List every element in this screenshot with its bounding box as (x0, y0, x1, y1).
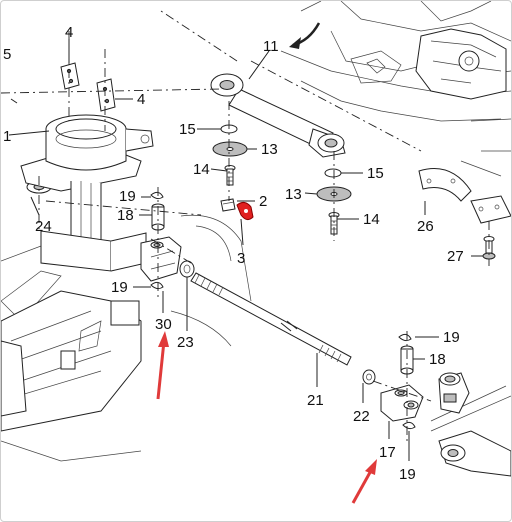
callout-4-top: 4 (65, 24, 73, 41)
callout-13-left: 13 (261, 141, 278, 158)
alignment-lines (1, 10, 490, 441)
callout-21: 21 (307, 392, 324, 409)
part-19-ring-lower-right (402, 421, 416, 430)
part-19-ring-upper-right (398, 333, 412, 342)
part-13-washer-left (212, 141, 248, 157)
rotation-arrow (289, 22, 321, 49)
callout-19-lower-left: 19 (111, 279, 128, 296)
callout-14-right: 14 (363, 211, 380, 228)
callout-26: 26 (417, 218, 434, 235)
callout-11: 11 (263, 38, 279, 55)
callout-15-left: 15 (179, 121, 196, 138)
part-21-threaded-rod (190, 272, 352, 366)
part-1-pivot-bracket (20, 114, 154, 272)
callout-5: 5 (3, 46, 11, 63)
part-30-clevis (140, 236, 182, 282)
background-frame (1, 1, 511, 477)
part-19-ring-upper-left (150, 191, 164, 200)
part-2-fitting (220, 198, 236, 212)
part-15-ring-right (324, 168, 342, 178)
callout-19-lower-right: 19 (399, 466, 416, 483)
part-23-washer (179, 260, 195, 278)
callout-1: 1 (3, 128, 11, 145)
red-indicator-arrow-right (351, 459, 377, 504)
part-11-hydraulic-cylinder (210, 73, 346, 158)
part-26-segment (418, 168, 472, 202)
part-4-blocks (60, 62, 116, 112)
callout-15-right: 15 (367, 165, 384, 182)
callout-18-left: 18 (117, 207, 134, 224)
part-22-washer (362, 369, 376, 385)
callout-19-upper-left: 19 (119, 188, 136, 205)
callout-labels: 4 4 5 1 11 15 13 14 2 3 15 13 14 24 19 1… (3, 24, 464, 483)
callout-14-left: 14 (193, 161, 210, 178)
callout-24: 24 (35, 218, 52, 235)
callout-4-right: 4 (137, 91, 145, 108)
red-indicator-arrow-left (156, 331, 169, 400)
callout-13-right: 13 (285, 186, 302, 203)
callout-23: 23 (177, 334, 194, 351)
part-19-ring-lower-left (150, 281, 164, 290)
callout-2: 2 (259, 193, 267, 210)
part-17-clevis (380, 384, 424, 422)
callout-18-right: 18 (429, 351, 446, 368)
callout-3: 3 (237, 250, 245, 267)
part-3-highlighted-clip (236, 201, 254, 221)
callout-27: 27 (447, 248, 464, 265)
callout-17: 17 (379, 444, 396, 461)
callout-30: 30 (155, 316, 172, 333)
callout-19-upper-right: 19 (443, 329, 460, 346)
part-14-bolt-left (224, 165, 236, 186)
leader-lines (8, 39, 483, 461)
rod-end-knuckle (438, 372, 470, 414)
callout-22: 22 (353, 408, 370, 425)
